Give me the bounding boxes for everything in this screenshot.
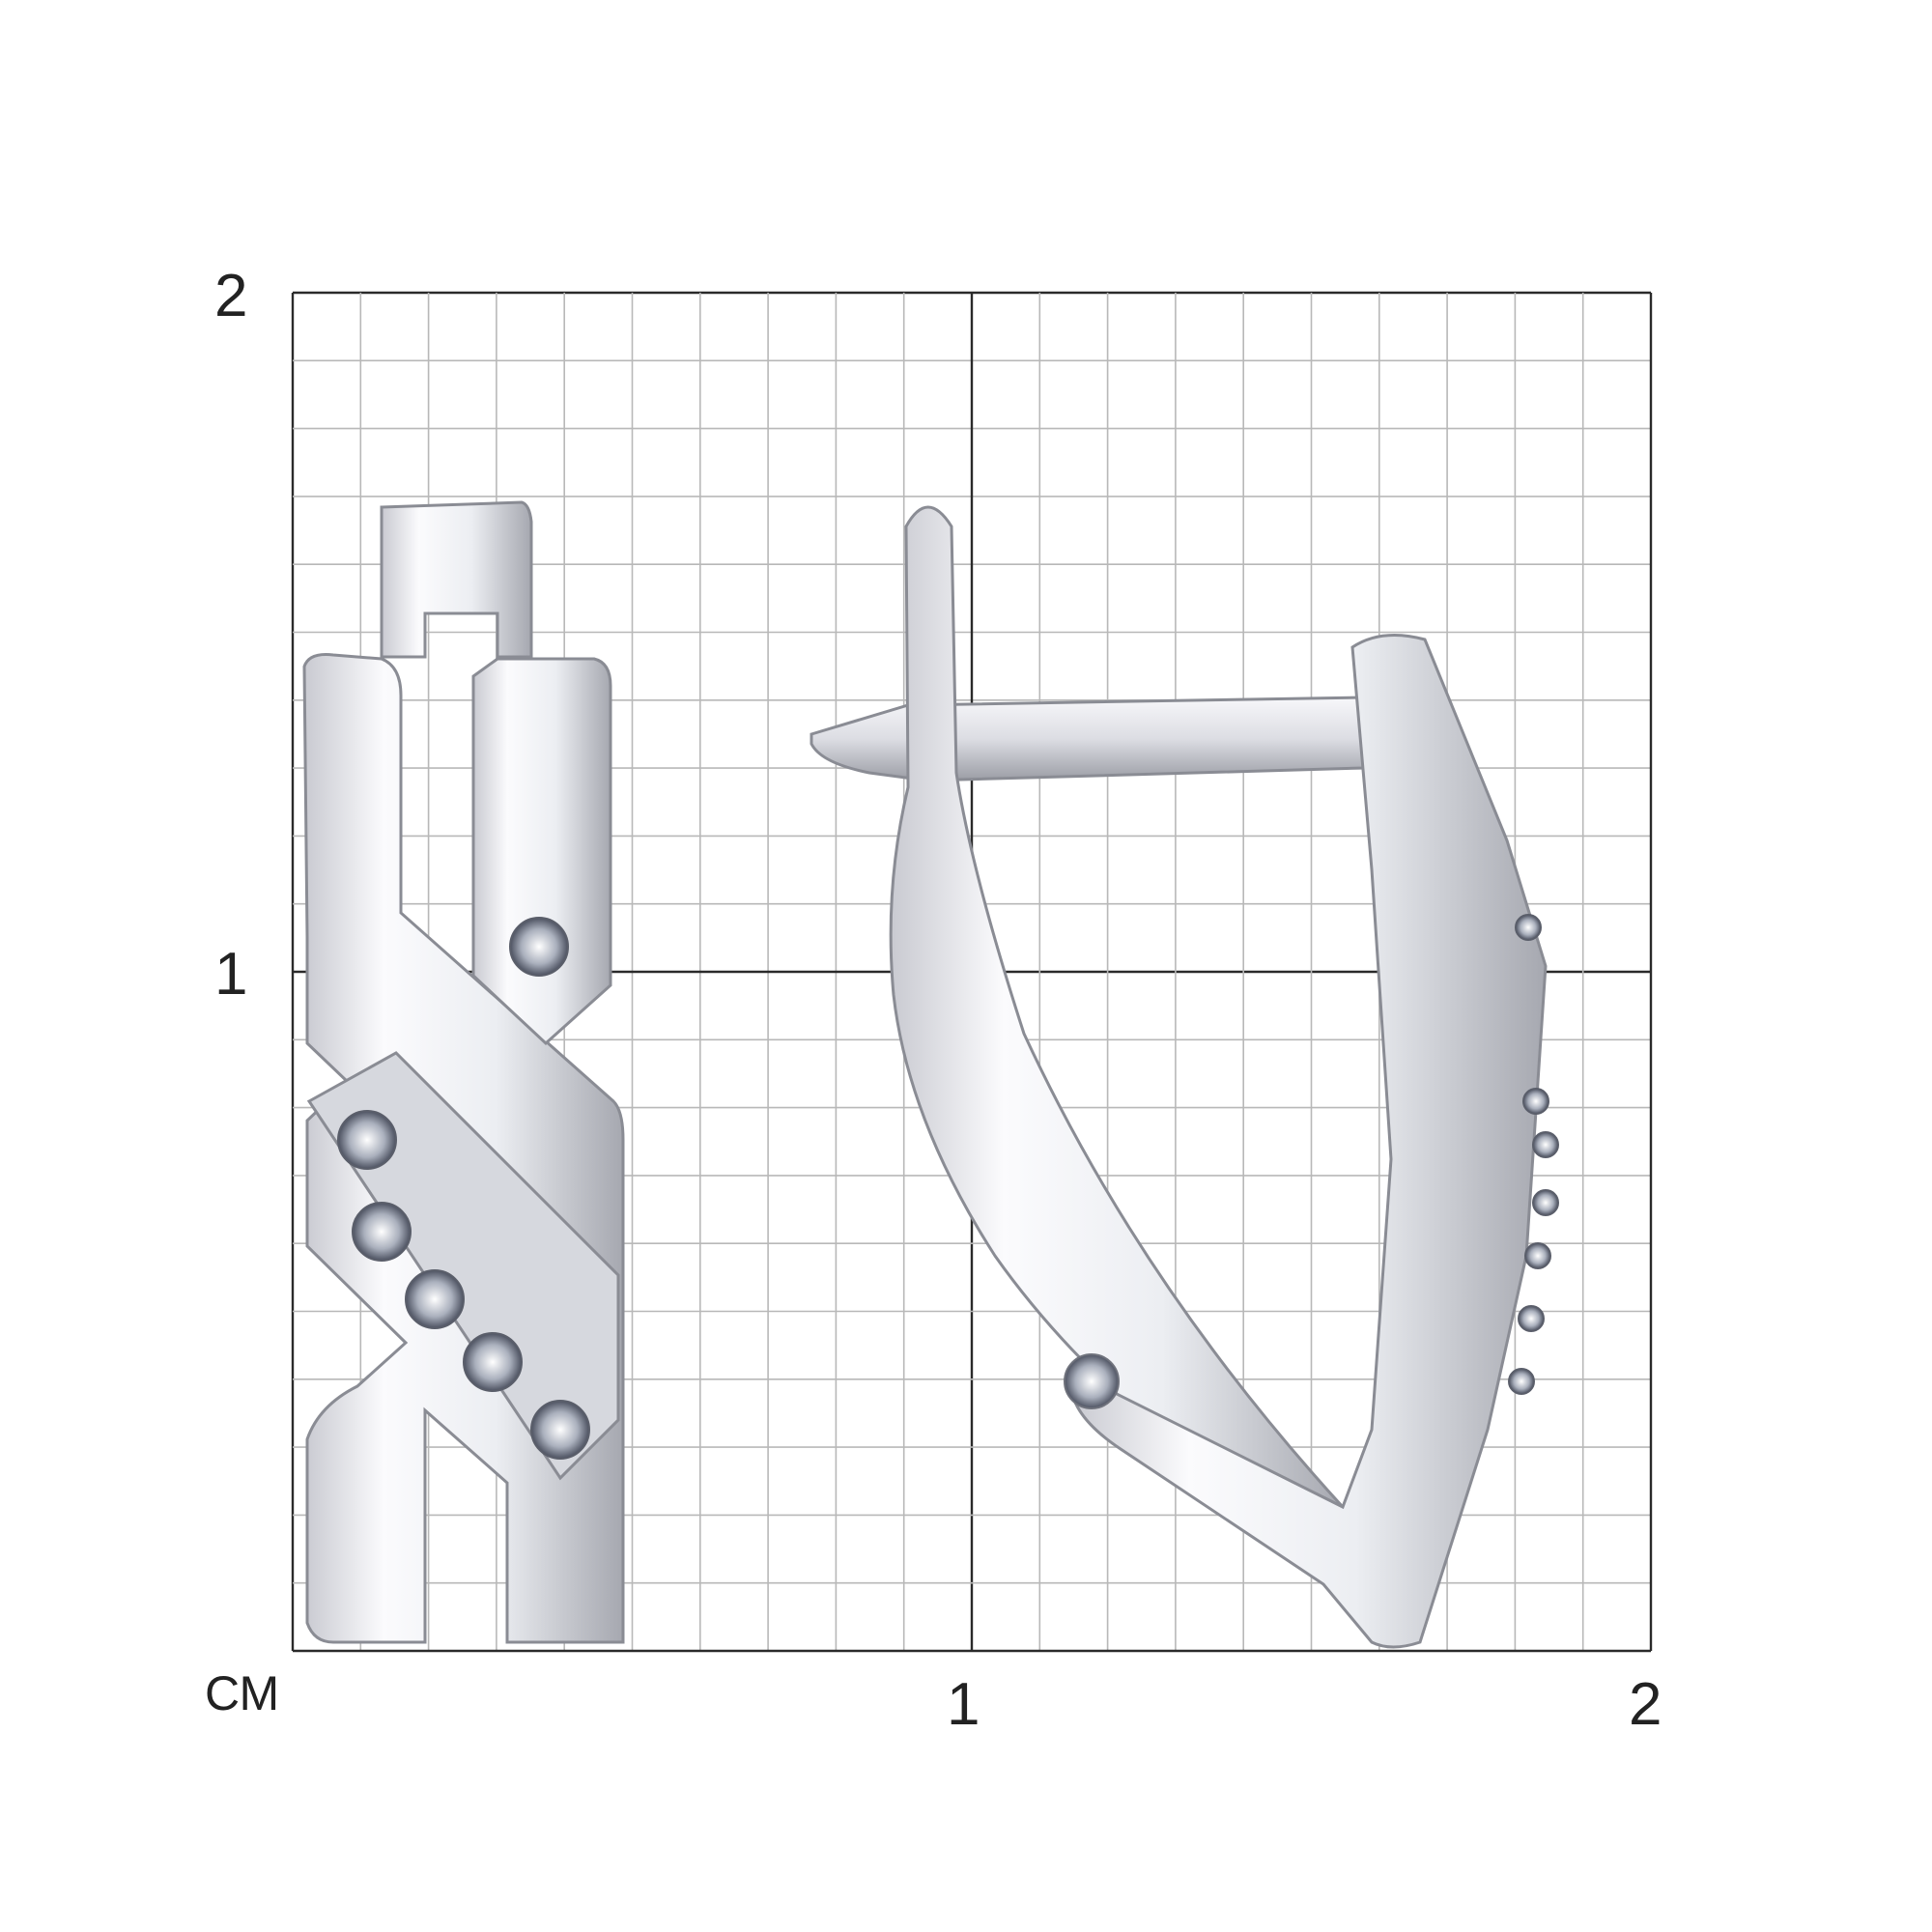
gemstone bbox=[352, 1202, 412, 1262]
gemstone bbox=[1508, 1368, 1535, 1395]
earring-front-view bbox=[302, 500, 625, 1644]
gemstone bbox=[1524, 1242, 1551, 1269]
y-label-2: 2 bbox=[214, 263, 248, 329]
earring-side-view bbox=[810, 505, 1559, 1649]
gemstone bbox=[1518, 1305, 1545, 1332]
gemstone bbox=[530, 1400, 590, 1460]
x-label-2: 2 bbox=[1629, 1671, 1662, 1738]
hinge-rivet bbox=[1064, 1353, 1120, 1409]
gemstone bbox=[1532, 1131, 1559, 1158]
gemstone bbox=[1532, 1189, 1559, 1216]
gemstone bbox=[337, 1110, 397, 1170]
gemstone bbox=[1515, 914, 1542, 941]
gemstone bbox=[463, 1332, 523, 1392]
unit-label: СМ bbox=[205, 1666, 280, 1720]
gemstone bbox=[509, 917, 569, 977]
gemstone bbox=[1522, 1088, 1549, 1115]
x-label-1: 1 bbox=[947, 1671, 980, 1738]
gemstone bbox=[405, 1269, 465, 1329]
y-label-1: 1 bbox=[214, 941, 248, 1008]
